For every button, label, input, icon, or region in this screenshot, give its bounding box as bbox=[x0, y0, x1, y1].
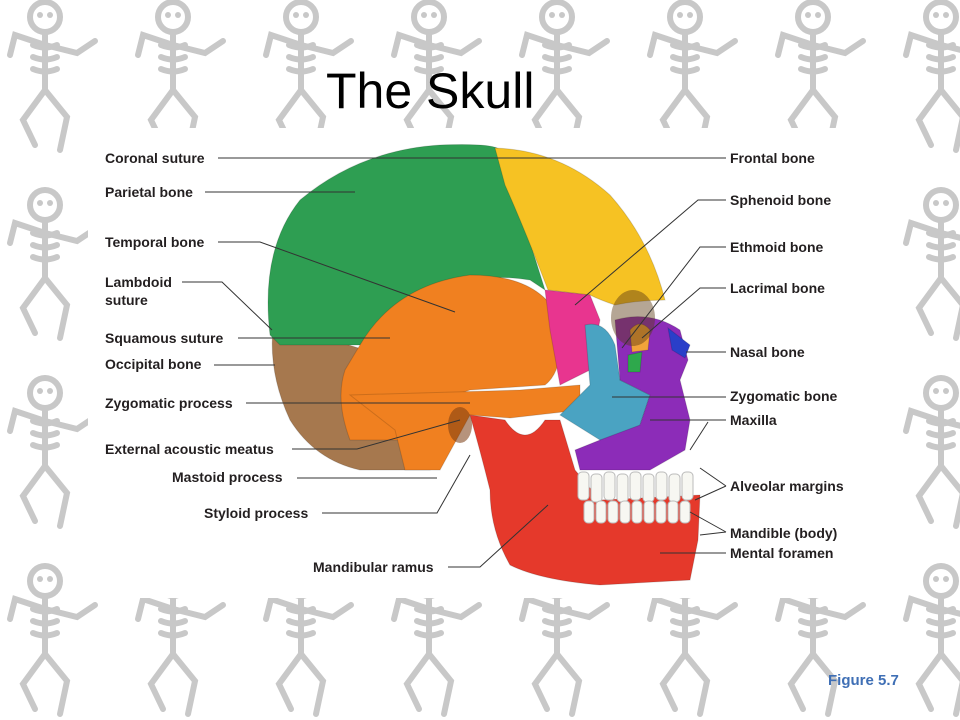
tooth bbox=[655, 471, 668, 501]
teeth-row bbox=[577, 471, 694, 524]
label-parietal-bone: Parietal bone bbox=[105, 184, 193, 200]
slide-title: The Skull bbox=[326, 63, 535, 119]
label-mandibular-ramus: Mandibular ramus bbox=[313, 559, 434, 575]
label-mental-foramen: Mental foramen bbox=[730, 545, 833, 561]
label-coronal-suture: Coronal suture bbox=[105, 150, 205, 166]
tooth bbox=[631, 500, 643, 524]
label-lambdoid-line1: Lambdoid bbox=[105, 274, 172, 290]
label-occipital-bone: Occipital bone bbox=[105, 356, 202, 372]
tooth bbox=[679, 500, 691, 524]
label-sphenoid-bone: Sphenoid bone bbox=[730, 192, 831, 208]
tooth bbox=[642, 473, 655, 503]
label-squamous-suture: Squamous suture bbox=[105, 330, 223, 346]
nasal-bone-region bbox=[667, 326, 691, 359]
tooth bbox=[607, 500, 619, 524]
acoustic-meatus-opening bbox=[448, 407, 472, 443]
label-mastoid-process: Mastoid process bbox=[172, 469, 283, 485]
tooth bbox=[595, 500, 607, 524]
tooth bbox=[668, 473, 681, 503]
label-nasal-bone: Nasal bone bbox=[730, 344, 805, 360]
tooth bbox=[583, 500, 595, 524]
tooth bbox=[603, 471, 616, 501]
tooth bbox=[619, 500, 631, 524]
label-styloid-process: Styloid process bbox=[204, 505, 308, 521]
label-zygomatic-process: Zygomatic process bbox=[105, 395, 233, 411]
label-frontal-bone: Frontal bone bbox=[730, 150, 815, 166]
tooth bbox=[590, 473, 603, 503]
tooth bbox=[616, 473, 629, 503]
tooth bbox=[643, 500, 655, 524]
tooth bbox=[667, 500, 679, 524]
orbit-cavity bbox=[611, 290, 655, 346]
label-alveolar-margins: Alveolar margins bbox=[730, 478, 844, 494]
tooth bbox=[655, 500, 667, 524]
tooth bbox=[577, 471, 590, 501]
label-lacrimal-bone: Lacrimal bone bbox=[730, 280, 825, 296]
label-mandible-body: Mandible (body) bbox=[730, 525, 837, 541]
label-external-acoustic-meatus: External acoustic meatus bbox=[105, 441, 274, 457]
tooth bbox=[681, 471, 694, 501]
label-ethmoid-bone: Ethmoid bone bbox=[730, 239, 824, 255]
tooth bbox=[629, 471, 642, 501]
figure-caption: Figure 5.7 bbox=[828, 672, 899, 689]
frontal-bone-region bbox=[494, 147, 666, 306]
zygomatic-process-region bbox=[348, 384, 581, 471]
label-maxilla: Maxilla bbox=[730, 412, 777, 428]
label-lambdoid-line2: suture bbox=[105, 292, 148, 308]
ethmoid-bone-region bbox=[627, 351, 643, 373]
label-temporal-bone: Temporal bone bbox=[105, 234, 205, 250]
label-zygomatic-bone: Zygomatic bone bbox=[730, 388, 838, 404]
